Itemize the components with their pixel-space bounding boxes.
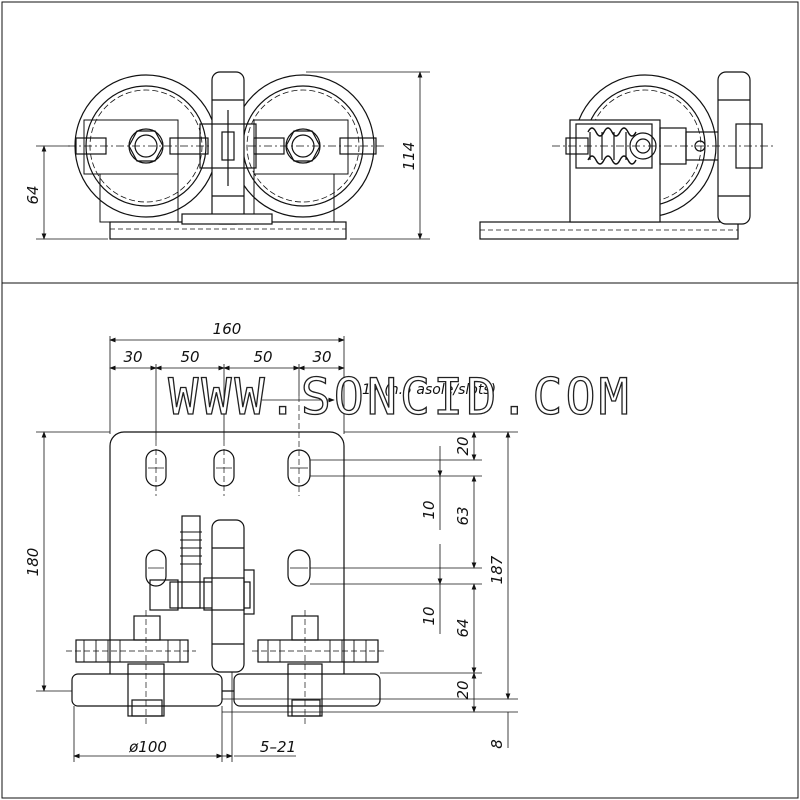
center-guide-wheel — [199, 71, 257, 225]
slot-note: 17 (n.5 asole/slots) — [362, 382, 496, 398]
left-wheel — [68, 74, 218, 223]
plan-view-dimensions — [36, 336, 518, 762]
plan-view — [66, 396, 386, 724]
dim-10-lower: 10 — [420, 606, 438, 625]
front-view — [68, 71, 384, 240]
dim-180: 180 — [24, 548, 42, 577]
dim-30-left: 30 — [123, 348, 142, 366]
dim-187: 187 — [488, 555, 506, 584]
watermark: WWW.SONCID.COM — [168, 368, 631, 426]
lower-left-axle — [66, 610, 223, 724]
side-view — [479, 71, 774, 240]
dim-10-upper: 10 — [420, 500, 438, 519]
dim-50-left: 50 — [180, 348, 199, 366]
dim-160: 160 — [213, 320, 242, 338]
dim-64-plan: 64 — [454, 618, 472, 637]
dim-50-right: 50 — [253, 348, 272, 366]
dim-gap-range: 5–21 — [260, 738, 296, 756]
dim-wheel-diameter: ø100 — [128, 738, 167, 756]
slot-4 — [145, 549, 167, 587]
dim-30-right: 30 — [312, 348, 331, 366]
dim-63: 63 — [454, 506, 472, 525]
lower-right-axle — [233, 610, 386, 724]
dim-8: 8 — [488, 739, 506, 749]
right-wheel — [231, 74, 384, 223]
front-view-dimensions — [36, 71, 430, 240]
dim-64-top: 64 — [24, 185, 42, 204]
dim-20-top: 20 — [454, 436, 472, 455]
dim-20-bottom: 20 — [454, 680, 472, 699]
dim-114: 114 — [400, 142, 418, 171]
tension-mechanism — [149, 515, 255, 673]
